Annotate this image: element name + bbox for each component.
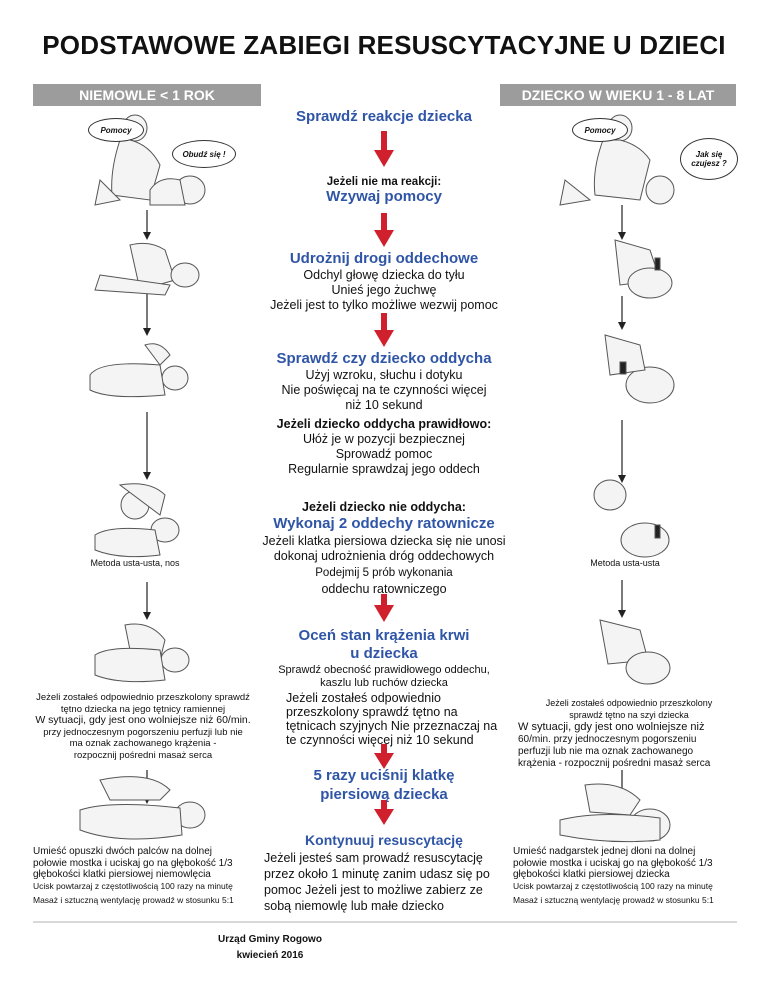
red-arrow-5 <box>374 744 394 769</box>
step-breathing-line2: Nie poświęcaj na te czynności więcej <box>281 383 487 397</box>
step-circulation-line1: Sprawdź obecność prawidłowego oddechu, <box>278 664 490 676</box>
step-rescue-line1: Jeżeli klatka piersiowa dziecka się nie … <box>262 534 506 548</box>
infant-pulse-line5: ma oznak zachowanego krążenia - <box>69 738 217 749</box>
step-rescue-line4: oddechu ratowniczego <box>321 582 447 596</box>
step-airway-title: Udrożnij drogi oddechowe <box>289 250 479 267</box>
child-breath-check-illustration <box>604 334 675 404</box>
child-pulse-line3: W sytuacji, gdy jest ono wolniejsze niż <box>518 721 705 733</box>
step-circulation-title-2: u dziecka <box>350 645 418 662</box>
red-arrow-1 <box>374 131 394 167</box>
child-circulation-illustration <box>599 619 671 685</box>
child-cpr-line1: Umieść nadgarstek jednej dłoni na dolnej <box>513 846 696 857</box>
infant-pulse-line3: W sytuacji, gdy jest ono wolniejsze niż … <box>35 714 251 726</box>
step-circulation-line2: kaszlu lub ruchów dziecka <box>320 677 448 689</box>
infant-cpr-line1: Umieść opuszki dwóch palców na dolnej <box>33 846 212 857</box>
page-title: PODSTAWOWE ZABIEGI RESUSCYTACYJNE U DZIE… <box>42 30 726 60</box>
footer-date: kwiecień 2016 <box>236 950 304 961</box>
step-breathing-line5: Sprowadź pomoc <box>335 447 433 461</box>
red-arrow-6 <box>374 800 394 825</box>
infant-cpr-line3: głębokości klatki piersiowej niemowlęcia <box>33 869 211 880</box>
infant-circulation-illustration <box>94 623 190 683</box>
step-breathing-condition: Jeżeli dziecko oddycha prawidłowo: <box>276 417 492 431</box>
step-circulation-title-1: Oceń stan krążenia krwi <box>298 627 470 644</box>
step-check-reaction-title: Sprawdź reakcje dziecka <box>296 108 472 125</box>
step-breathing-line1: Użyj wzroku, słuchu i dotyku <box>305 368 463 382</box>
child-cpr-line5: Masaż i sztuczną wentylację prowadź w st… <box>513 895 714 905</box>
child-cpr-line4: Ucisk powtarzaj z częstotliwością 100 ra… <box>513 880 713 891</box>
red-arrow-2 <box>374 213 394 247</box>
infant-pulse-line6: rozpocznij pośredni masaż serca <box>73 749 213 761</box>
step-circulation-line5: tętnicach szyjnych Nie przeznaczaj na <box>286 719 498 733</box>
step-breathing-line4: Ułóż je w pozycji bezpiecznej <box>303 432 465 446</box>
infant-breath-check-illustration <box>89 343 189 398</box>
step-airway-line2: Unieś jego żuchwę <box>331 283 437 297</box>
infant-method-caption: Metoda usta-usta, nos <box>90 558 180 568</box>
red-arrow-4 <box>374 594 394 622</box>
step-circulation-line6: te czynności więcej niż 10 sekund <box>286 733 474 747</box>
child-method-caption: Metoda usta-usta <box>590 558 660 568</box>
step-rescue-line3: Podejmij 5 prób wykonania <box>315 567 453 579</box>
step-continue-line4: sobą niemowlę lub małe dziecko <box>264 899 444 913</box>
infant-age-bar: NIEMOWLE < 1 ROK <box>33 84 261 106</box>
child-cpr-line2: połowie mostka i uciskaj go na głębokość… <box>513 857 713 869</box>
step-compress-title-1: 5 razy uciśnij klatkę <box>313 767 455 784</box>
infant-compression-illustration <box>79 776 206 840</box>
red-arrow-3 <box>374 313 394 347</box>
infant-rescue-breath-illustration <box>94 483 180 558</box>
infant-pulse-line1: Jeżeli zostałeś odpowiednio przeszkolony… <box>36 692 250 703</box>
infant-help-bubble: Pomocy <box>88 118 144 142</box>
infant-airway-illustration <box>94 242 200 296</box>
child-pulse-line6: krążenia - rozpocznij pośredni masaż ser… <box>518 758 711 769</box>
step-breathing-line6: Regularnie sprawdzaj jego oddech <box>288 462 480 476</box>
step-no-reaction-condition: Jeżeli nie ma reakcji: <box>326 176 442 188</box>
step-continue-line3: pomoc Jeżeli jest to możliwe zabierz ze <box>264 883 483 897</box>
child-airway-illustration <box>614 239 673 299</box>
step-breathing-title: Sprawdź czy dziecko oddycha <box>276 350 492 367</box>
infant-cpr-line5: Masaż i sztuczną wentylację prowadź w st… <box>33 895 234 905</box>
step-circulation-line3: Jeżeli zostałeś odpowiednio <box>286 691 441 705</box>
step-airway-line1: Odchyl głowę dziecka do tyłu <box>303 268 465 282</box>
child-pulse-line2: sprawdź tętno na szyi dziecka <box>569 710 689 720</box>
child-check-illustration <box>559 114 675 206</box>
infant-pulse-line2: tętno dziecka na jego tętnicy ramiennej <box>60 703 226 715</box>
child-pulse-line1: Jeżeli zostałeś odpowiednio przeszkolony <box>545 698 713 708</box>
step-breathing-line3: niż 10 sekund <box>345 398 423 412</box>
child-age-bar: DZIECKO W WIEKU 1 - 8 LAT <box>500 84 736 106</box>
child-pulse-line5: perfuzji lub nie ma oznak zachowanego <box>518 746 694 757</box>
child-help-bubble: Pomocy <box>572 118 628 142</box>
child-compression-illustration <box>559 783 671 843</box>
infant-wake-bubble: Obudź się ! <box>172 140 236 168</box>
step-circulation-line4: przeszkolony sprawdź tętno na <box>286 705 458 719</box>
step-compress-title-2: piersiową dziecka <box>320 786 448 803</box>
step-continue-title: Kontynuuj resuscytację <box>305 832 463 848</box>
step-not-breathing-condition: Jeżeli dziecko nie oddycha: <box>302 500 466 514</box>
step-continue-line1: Jeżeli jesteś sam prowadź resuscytację <box>264 851 483 865</box>
footer-issuer: Urząd Gminy Rogowo <box>218 934 322 945</box>
infant-pulse-note: Jeżeli zostałeś odpowiednio przeszkolony… <box>28 692 258 761</box>
step-rescue-breaths-title: Wykonaj 2 oddechy ratownicze <box>273 515 495 532</box>
infant-cpr-note: Umieść opuszki dwóch palców na dolnej po… <box>33 846 261 907</box>
infant-pulse-line4: przy jednoczesnym pogorszeniu perfuzji l… <box>43 726 243 738</box>
step-call-help: Wzywaj pomocy <box>326 188 442 205</box>
infant-cpr-line4: Ucisk powtarzaj z częstotliwością 100 ra… <box>33 880 233 891</box>
child-pulse-line4: 60/min. przy jednoczesnym pogorszeniu <box>518 734 697 745</box>
step-continue-text: Jeżeli jesteś sam prowadź resuscytację p… <box>264 850 514 914</box>
child-pulse-note: Jeżeli zostałeś odpowiednio przeszkolony… <box>518 697 740 770</box>
child-cpr-note: Umieść nadgarstek jednej dłoni na dolnej… <box>513 846 741 907</box>
child-how-bubble: Jak się czujesz ? <box>680 138 738 180</box>
child-cpr-line3: głębokości klatki piersiowej dziecka <box>513 869 670 880</box>
step-airway-line3: Jeżeli jest to tylko możliwe wezwij pomo… <box>270 298 498 312</box>
step-rescue-line2: dokonaj udrożnienia dróg oddechowych <box>273 549 495 563</box>
step-continue-line2: przez około 1 minutę zanim udasz się po <box>264 867 490 881</box>
child-rescue-breath-illustration <box>593 479 670 558</box>
infant-cpr-line2: połowie mostka i uciskaj go na głębokość… <box>33 857 233 869</box>
